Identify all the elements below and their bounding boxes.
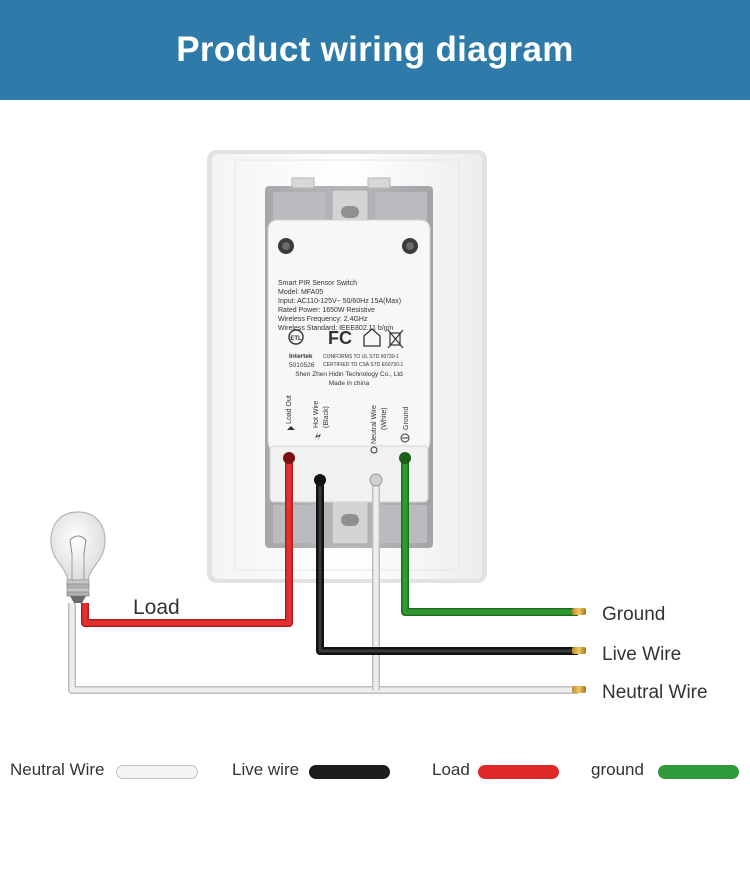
conform-text-2: CERTIFIED TO CSA STD E60730-1 <box>323 362 404 368</box>
legend-swatch-neutral <box>116 765 198 779</box>
neutral-wire-tip <box>572 686 586 693</box>
conform-text-1: CONFORMS TO UL STD 60730-1 <box>323 354 399 360</box>
live-wire-tip <box>572 647 586 654</box>
legend-label-neutral: Neutral Wire <box>10 760 105 779</box>
live-wire <box>316 478 586 655</box>
fcc-mark-icon: FC <box>328 328 352 348</box>
legend-label-live: Live wire <box>232 760 300 779</box>
legend-swatch-ground <box>658 765 739 779</box>
page-title: Product wiring diagram <box>176 30 574 69</box>
made-in-text: Made in china <box>329 380 370 387</box>
label-line-6: Wireless Standard: IEEE802.11 b/g/n <box>278 325 394 332</box>
ground-label: Ground <box>602 604 665 625</box>
arrow-icon <box>287 426 295 430</box>
legend-swatch-load <box>478 765 559 779</box>
ground-wire-tip <box>572 608 586 615</box>
label-line-4: Rated Power: 1650W Resistive <box>278 307 375 314</box>
terminal-label-hot-wire: Hot Wire <box>313 401 320 428</box>
live-wire-label: Live Wire <box>602 644 681 665</box>
ground-symbol-icon <box>400 433 410 443</box>
terminal-label-ground: Ground <box>403 407 410 430</box>
light-bulb-icon <box>50 511 106 603</box>
label-line-5: Wireless Frequency: 2.4GHz <box>278 316 368 323</box>
label-line-3: Input: AC110-125V~ 50/60Hz 15A(Max) <box>278 298 401 305</box>
header-bar: Product wiring diagram <box>0 0 750 100</box>
neutral-wire-label: Neutral Wire <box>602 682 708 703</box>
ground-wire <box>401 456 586 616</box>
label-line-1: Smart PIR Sensor Switch <box>278 280 357 287</box>
intertek-text: Intertek <box>289 353 313 360</box>
lightning-icon <box>315 432 321 440</box>
terminal-label-hot-wire-color: (Black) <box>323 406 330 428</box>
manufacturer-text: Shen Zhen Hidin Technology Co., Ltd <box>295 371 403 378</box>
label-line-2: Model: MFA05 <box>278 289 323 296</box>
switch-module <box>267 219 431 503</box>
weee-bin-icon <box>387 329 404 349</box>
cert-number: 5010526 <box>289 362 315 369</box>
neutral-circle-icon <box>370 446 378 454</box>
legend-label-load: Load <box>432 760 470 779</box>
load-wire <box>81 456 293 627</box>
legend-label-ground: ground <box>591 760 644 779</box>
terminal-label-load-out: Load Out <box>286 395 293 424</box>
svg-text:ETL: ETL <box>290 336 302 342</box>
load-label: Load <box>133 596 180 619</box>
terminal-label-neutral-wire: Neutral Wire <box>371 405 378 444</box>
terminal-screws <box>283 452 411 487</box>
legend-swatch-live <box>309 765 390 779</box>
etl-mark-icon <box>288 329 304 345</box>
certification-marks: ETL FC Intertek 5010526 CONFORMS TO UL S… <box>288 328 404 387</box>
indoor-use-icon <box>363 328 381 347</box>
terminal-symbols <box>287 426 410 454</box>
terminal-label-neutral-wire-color: (White) <box>381 407 388 430</box>
